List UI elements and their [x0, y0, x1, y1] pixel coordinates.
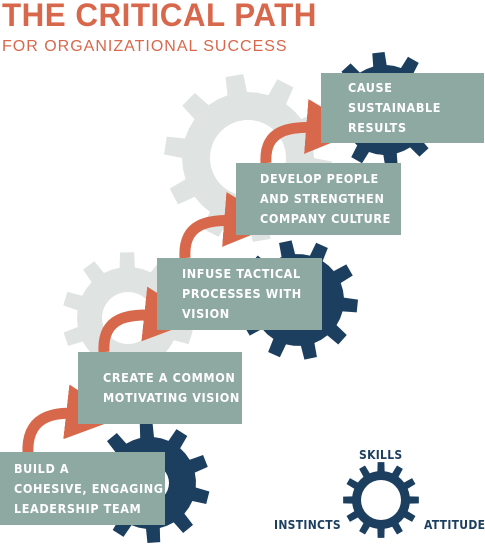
legend-skills-label: SKILLS [359, 448, 403, 462]
curved-arrow-4-icon [260, 99, 362, 164]
step-3-label: INFUSE TACTICAL PROCESSES WITH VISION [182, 266, 302, 321]
legend-gear-icon [343, 462, 419, 538]
step-2-box: CREATE A COMMON MOTIVATING VISION [78, 352, 242, 424]
step-5-box: CAUSE SUSTAINABLE RESULTS [321, 73, 484, 143]
step-2-label: CREATE A COMMON MOTIVATING VISION [103, 370, 240, 405]
legend-instincts-label: INSTINCTS [274, 518, 342, 532]
step-5-label: CAUSE SUSTAINABLE RESULTS [348, 80, 442, 135]
curved-arrow-2-icon [98, 286, 200, 353]
curved-arrow-1-icon [22, 384, 121, 455]
step-1-box: BUILD A COHESIVE, ENGAGING LEADERSHIP TE… [0, 452, 165, 525]
diagram-subtitle: FOR ORGANIZATIONAL SUCCESS [2, 38, 288, 55]
curved-arrow-3-icon [179, 192, 280, 259]
diagram-title: THE CRITICAL PATH [2, 0, 317, 33]
step-4-box: DEVELOP PEOPLE AND STRENGTHEN COMPANY CU… [236, 163, 401, 235]
legend-attitudes-label: ATTITUDES [424, 518, 485, 532]
step-1-label: BUILD A COHESIVE, ENGAGING LEADERSHIP TE… [14, 460, 164, 516]
step-3-box: INFUSE TACTICAL PROCESSES WITH VISION [157, 258, 322, 330]
step-4-label: DEVELOP PEOPLE AND STRENGTHEN COMPANY CU… [260, 171, 391, 226]
